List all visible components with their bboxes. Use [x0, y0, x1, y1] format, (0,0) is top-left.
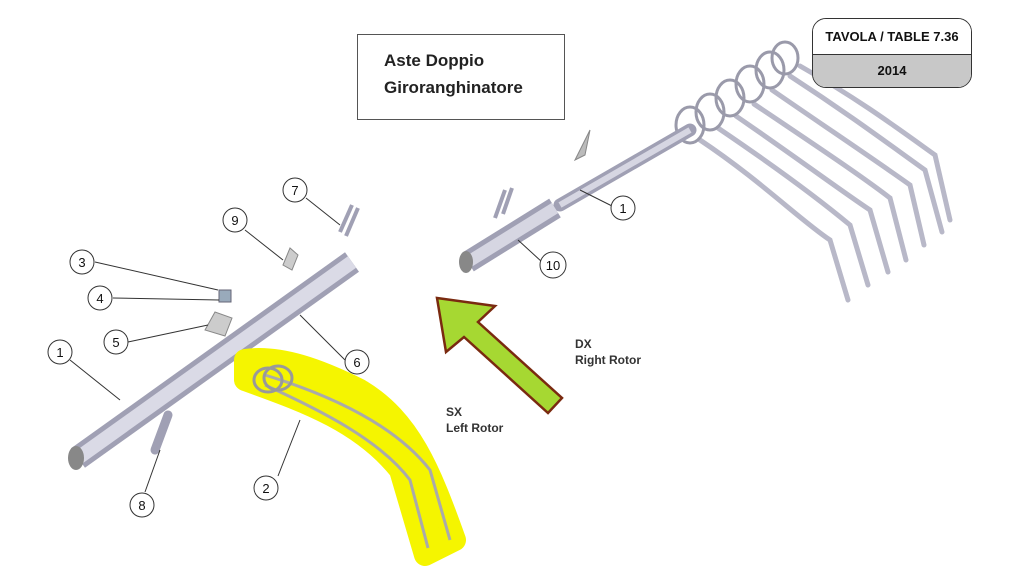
left-text: Left Rotor: [446, 421, 504, 435]
callout-1-left: [47, 339, 73, 365]
diagram-title: Aste Doppio Giroranghinatore: [357, 34, 565, 120]
callout-label: 3: [78, 255, 85, 270]
right-text: Right Rotor: [575, 353, 641, 367]
callout-2: [253, 475, 279, 501]
callout-label: 10: [546, 258, 560, 273]
callout-6: [344, 349, 370, 375]
callout-8: [129, 492, 155, 518]
table-badge: TAVOLA / TABLE 7.36 2014: [812, 18, 972, 88]
callout-label: 1: [56, 345, 63, 360]
callout-10: [539, 251, 567, 279]
right-shaft: [459, 123, 697, 273]
right-rotor-coils: [674, 40, 800, 145]
callout-label: 1: [619, 201, 626, 216]
callout-4: [87, 285, 113, 311]
left-shaft: [68, 204, 360, 470]
direction-arrow: [435, 296, 564, 415]
callout-5: [103, 329, 129, 355]
callout-label: 7: [291, 183, 298, 198]
left-code: SX: [446, 405, 463, 419]
right-rotor-label: DX Right Rotor: [575, 336, 641, 368]
callout-label: 8: [138, 498, 145, 513]
callout-9: [222, 207, 248, 233]
title-line-2: Giroranghinatore: [384, 78, 523, 97]
table-number: TAVOLA / TABLE 7.36: [813, 19, 971, 55]
callouts: [47, 177, 636, 518]
callout-3: [69, 249, 95, 275]
right-code: DX: [575, 337, 592, 351]
callout-label: 5: [112, 335, 119, 350]
callout-label: 9: [231, 213, 238, 228]
callout-label: 2: [262, 481, 269, 496]
callout-1-right: [610, 195, 636, 221]
callout-label: 4: [96, 291, 103, 306]
highlighted-tine-part-2: [234, 348, 466, 566]
table-year: 2014: [813, 55, 971, 87]
callout-7: [282, 177, 308, 203]
right-rotor-tines: [697, 63, 953, 303]
title-line-1: Aste Doppio: [384, 51, 485, 70]
left-rotor-label: SX Left Rotor: [446, 404, 503, 436]
callout-label: 6: [353, 355, 360, 370]
